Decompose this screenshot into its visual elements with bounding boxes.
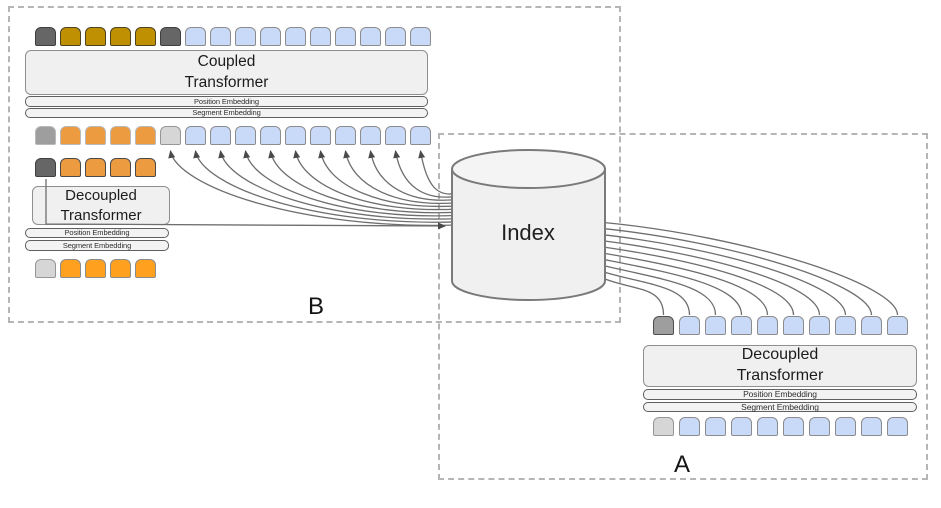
token-blue [679,316,700,335]
decoupled-transformer-b-title-line1: Decoupled [33,186,169,206]
token-blue [310,27,331,46]
token-row-b-decoupled-input [35,259,156,278]
coupled-transformer-title-line1: Coupled [26,52,427,72]
token-blue [783,316,804,335]
token-darkgray [35,27,56,46]
decoupled-b-position-embedding-bar: Position Embedding [25,228,169,239]
token-orange_dark_border [110,158,131,177]
token-orange_bright [85,259,106,278]
decoupled-b-segment-embedding-bar: Segment Embedding [25,240,169,251]
coupled-segment-embedding-bar: Segment Embedding [25,108,428,119]
token-blue [835,316,856,335]
token-row-b-coupled-output [35,27,431,46]
token-blue [757,417,778,436]
token-blue [410,27,431,46]
token-blue [210,126,231,145]
decoupled-transformer-b-box: Decoupled Transformer [32,186,170,225]
token-darkgray [160,27,181,46]
token-blue [360,126,381,145]
token-darkgray [35,158,56,177]
token-orange_dark_border [85,158,106,177]
token-blue [861,316,882,335]
token-orange_bright [135,259,156,278]
token-row-a-decoupled-output [653,316,908,335]
token-orange_soft [60,126,81,145]
token-blue [335,126,356,145]
decoupled-a-segment-embedding-bar: Segment Embedding [643,402,917,413]
token-blue [887,417,908,436]
token-blue [705,417,726,436]
token-blue [731,417,752,436]
token-blue [185,126,206,145]
token-blue [410,126,431,145]
token-blue [385,27,406,46]
coupled-transformer-title-line2: Transformer [26,73,427,93]
token-blue [285,27,306,46]
token-blue [887,316,908,335]
token-gold [110,27,131,46]
token-lightgray [653,417,674,436]
decoupled-transformer-a-title-line1: Decoupled [644,345,916,366]
token-row-a-decoupled-input [653,417,908,436]
coupled-position-embedding-bar: Position Embedding [25,96,428,107]
token-blue [809,417,830,436]
token-orange_soft [85,126,106,145]
token-gold [85,27,106,46]
token-blue [731,316,752,335]
region-a-label: A [674,451,690,479]
token-blue [235,126,256,145]
decoupled-transformer-b-title-line2: Transformer [33,206,169,226]
token-orange_soft [110,126,131,145]
token-gold [60,27,81,46]
decoupled-transformer-a-title-line2: Transformer [644,366,916,387]
token-blue [679,417,700,436]
token-lightgray [35,259,56,278]
token-gray_dark_border [653,316,674,335]
token-blue [210,27,231,46]
token-orange_bright [110,259,131,278]
token-blue [310,126,331,145]
token-lightgray [160,126,181,145]
token-blue [335,27,356,46]
token-blue [185,27,206,46]
token-blue [235,27,256,46]
token-blue [260,27,281,46]
token-blue [705,316,726,335]
token-blue [783,417,804,436]
token-blue [360,27,381,46]
token-blue [385,126,406,145]
coupled-transformer-box: Coupled Transformer [25,50,428,95]
token-blue [861,417,882,436]
decoupled-transformer-a-box: Decoupled Transformer [643,345,917,387]
token-row-b-decoupled-output [35,158,156,177]
token-blue [757,316,778,335]
token-orange_bright [60,259,81,278]
token-orange_dark_border [60,158,81,177]
decoupled-a-position-embedding-bar: Position Embedding [643,389,917,400]
token-blue [260,126,281,145]
token-gold [135,27,156,46]
token-orange_dark_border [135,158,156,177]
token-row-b-coupled-input [35,126,431,145]
token-blue [809,316,830,335]
token-gray [35,126,56,145]
token-orange_soft [135,126,156,145]
token-blue [835,417,856,436]
region-b-label: B [308,293,324,321]
token-blue [285,126,306,145]
